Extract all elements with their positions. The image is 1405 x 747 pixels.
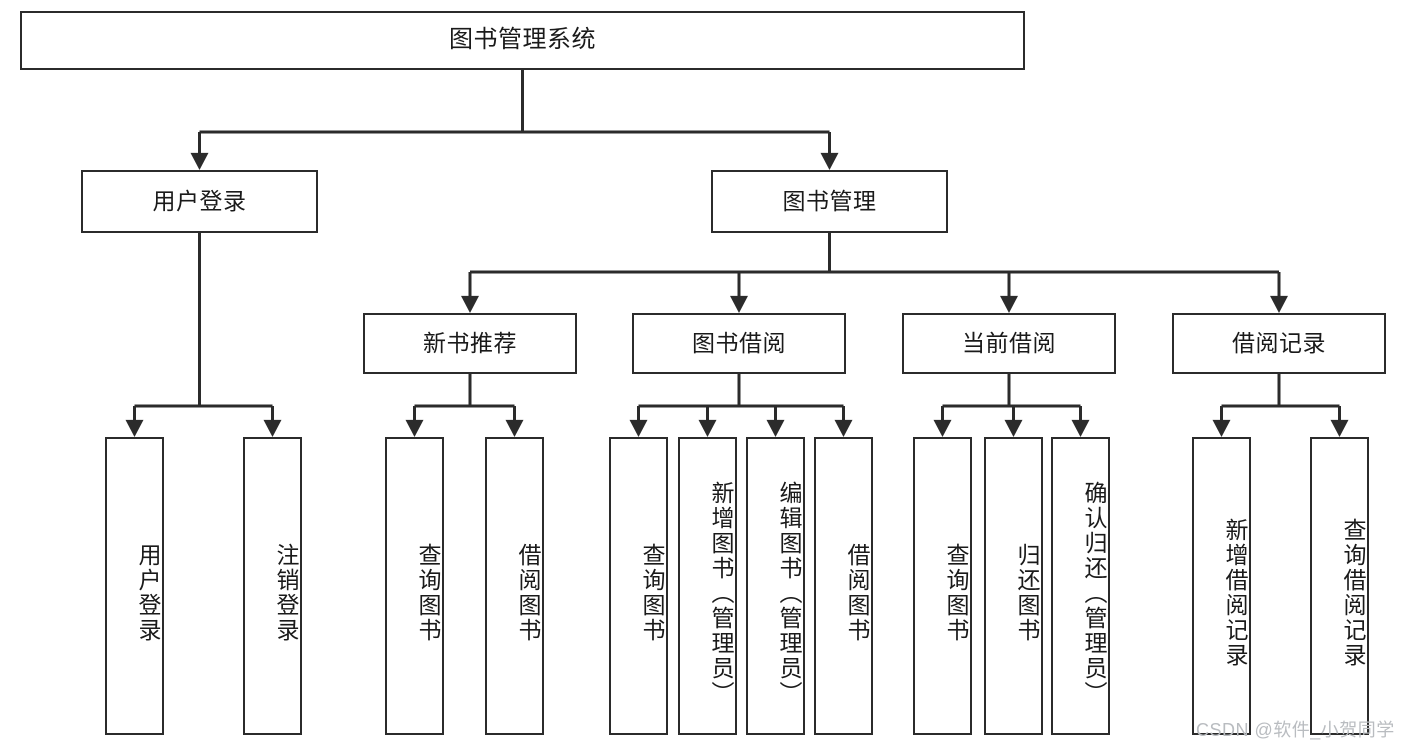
arrowhead-icon (730, 295, 748, 313)
leaf-node-add-borrow-record[interactable]: 新增借阅记录 (1192, 437, 1251, 735)
node-label: 新书推荐 (423, 329, 517, 356)
leaf-node-query-book-rec[interactable]: 查询图书 (385, 437, 444, 735)
leaf-node-borrow-book[interactable]: 借阅图书 (814, 437, 873, 735)
node-label: 确认归还（管理员） (1081, 480, 1107, 706)
watermark-text: CSDN @软件_小贺同学 (1196, 720, 1395, 740)
node-label: 图书管理 (782, 187, 877, 214)
arrowhead-icon (190, 152, 209, 170)
node-label: 借阅图书 (844, 543, 870, 643)
node-label: 借阅图书 (515, 543, 541, 643)
leaf-node-query-book-borrow[interactable]: 查询图书 (609, 437, 668, 735)
node-label: 查询图书 (943, 543, 969, 643)
arrowhead-icon (461, 295, 479, 313)
node-label: 新增借阅记录 (1222, 518, 1248, 668)
node-label: 注销登录 (273, 543, 299, 643)
node-book-management[interactable]: 图书管理 (711, 170, 948, 233)
node-label: 用户登录 (135, 543, 161, 643)
node-label: 图书借阅 (692, 329, 786, 356)
arrowhead-icon (1212, 419, 1231, 437)
node-new-book-recommendation[interactable]: 新书推荐 (363, 313, 577, 374)
node-user-login[interactable]: 用户登录 (81, 170, 318, 233)
node-root-system[interactable]: 图书管理系统 (20, 11, 1025, 70)
node-label: 用户登录 (152, 187, 247, 214)
leaf-node-edit-book-admin[interactable]: 编辑图书（管理员） (746, 437, 805, 735)
arrowhead-icon (820, 152, 839, 170)
leaf-node-return-book[interactable]: 归还图书 (984, 437, 1043, 735)
arrowhead-icon (834, 419, 853, 437)
node-label: 查询图书 (639, 543, 665, 643)
arrowhead-icon (1004, 419, 1023, 437)
arrowhead-icon (125, 419, 144, 437)
node-book-borrow[interactable]: 图书借阅 (632, 313, 846, 374)
node-label: 借阅记录 (1232, 329, 1326, 356)
leaf-node-query-borrow-record[interactable]: 查询借阅记录 (1310, 437, 1369, 735)
arrowhead-icon (263, 419, 282, 437)
leaf-node-add-book-admin[interactable]: 新增图书（管理员） (678, 437, 737, 735)
node-label: 查询图书 (415, 543, 441, 643)
arrowhead-icon (933, 419, 952, 437)
node-label: 图书管理系统 (449, 26, 596, 54)
arrowhead-icon (405, 419, 424, 437)
arrowhead-icon (698, 419, 717, 437)
arrowhead-icon (1000, 295, 1018, 313)
arrowhead-icon (1330, 419, 1349, 437)
node-label: 新增图书（管理员） (708, 480, 734, 706)
node-label: 查询借阅记录 (1340, 518, 1366, 668)
arrowhead-icon (1270, 295, 1288, 313)
arrowhead-icon (505, 419, 524, 437)
node-label: 归还图书 (1014, 543, 1040, 643)
arrowhead-icon (1071, 419, 1090, 437)
leaf-node-user-login[interactable]: 用户登录 (105, 437, 164, 735)
node-borrow-record[interactable]: 借阅记录 (1172, 313, 1386, 374)
node-current-borrow[interactable]: 当前借阅 (902, 313, 1116, 374)
leaf-node-borrow-book-rec[interactable]: 借阅图书 (485, 437, 544, 735)
arrowhead-icon (629, 419, 648, 437)
leaf-node-confirm-return-admin[interactable]: 确认归还（管理员） (1051, 437, 1110, 735)
arrowhead-icon (766, 419, 785, 437)
node-label: 编辑图书（管理员） (776, 480, 802, 706)
leaf-node-logout[interactable]: 注销登录 (243, 437, 302, 735)
leaf-node-query-book-current[interactable]: 查询图书 (913, 437, 972, 735)
node-label: 当前借阅 (962, 329, 1056, 356)
